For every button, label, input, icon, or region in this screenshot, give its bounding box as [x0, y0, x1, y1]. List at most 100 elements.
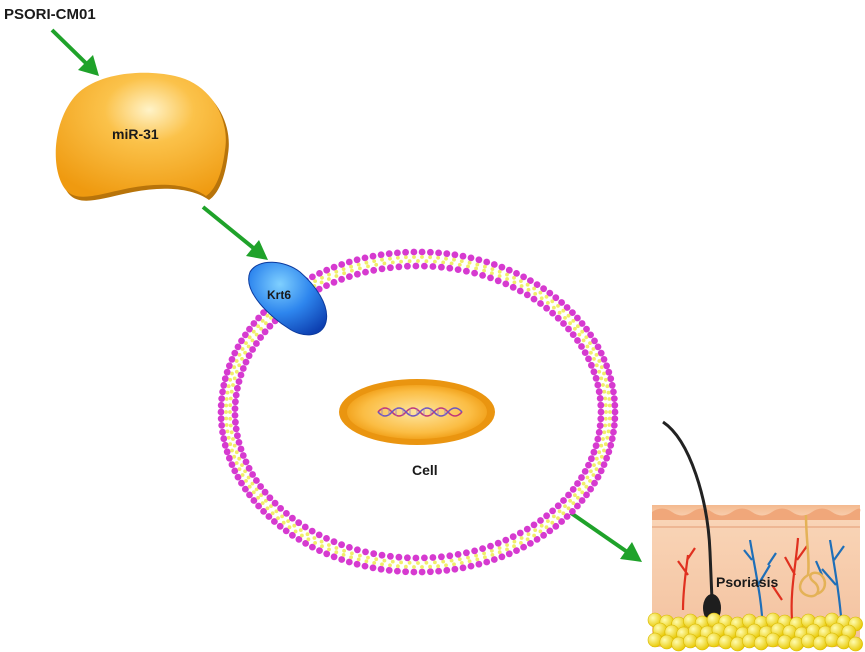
membrane-lipid: [369, 252, 377, 260]
membrane-lipid: [585, 344, 590, 349]
membrane-lipid: [606, 390, 611, 395]
membrane-lipid: [449, 261, 454, 266]
membrane-lipid: [395, 553, 403, 561]
membrane-lipid: [550, 520, 555, 525]
membrane-lipid: [588, 361, 595, 369]
membrane-lipid: [550, 299, 555, 304]
membrane-lipid: [424, 560, 429, 565]
membrane-lipid: [277, 505, 284, 512]
membrane-lipid: [289, 531, 296, 539]
membrane-lipid: [283, 510, 290, 517]
membrane-lipid: [231, 383, 235, 387]
membrane-lipid: [315, 531, 323, 539]
membrane-lipid: [457, 557, 462, 562]
membrane-lipid: [380, 257, 384, 262]
membrane-lipid: [327, 272, 331, 277]
membrane-lipid: [354, 270, 361, 278]
membrane-lipid: [349, 555, 353, 560]
arrow-drug-to-mirna: [50, 28, 99, 76]
membrane-lipid: [576, 324, 580, 329]
arrow-mirna-to-krt6: [201, 205, 268, 260]
membrane-lipid: [483, 258, 491, 266]
membrane-lipid: [281, 520, 286, 525]
membrane-lipid: [505, 543, 509, 547]
membrane-lipid: [350, 268, 354, 273]
membrane-lipid: [280, 514, 284, 519]
membrane-lipid: [597, 359, 602, 363]
membrane-lipid: [410, 568, 418, 576]
membrane-lipid: [454, 551, 462, 558]
membrane-lipid: [494, 277, 502, 285]
membrane-lipid: [232, 443, 237, 448]
membrane-lipid: [407, 259, 412, 264]
membrane-lipid: [350, 551, 354, 556]
membrane-lipid: [519, 541, 523, 545]
membrane-lipid: [247, 335, 252, 340]
membrane-lipid: [490, 553, 495, 557]
membrane-lipid: [490, 548, 494, 553]
membrane-lipid: [269, 504, 273, 508]
membrane-lipid: [490, 556, 498, 563]
membrane-lipid: [420, 565, 424, 569]
membrane-lipid: [451, 565, 459, 573]
mirna-label: miR-31: [112, 126, 159, 142]
membrane-lipid: [338, 261, 346, 268]
membrane-lipid: [388, 563, 392, 568]
membrane-lipid: [234, 359, 239, 363]
membrane-lipid: [483, 555, 487, 560]
membrane-lipid: [605, 384, 610, 389]
membrane-lipid: [546, 519, 550, 523]
membrane-lipid: [286, 519, 290, 523]
membrane-lipid: [498, 263, 506, 271]
nucleus: [339, 379, 495, 445]
membrane-lipid: [594, 381, 602, 389]
membrane-lipid: [463, 267, 470, 275]
membrane-lipid: [366, 264, 370, 269]
membrane-lipid: [289, 514, 296, 522]
membrane-lipid: [560, 320, 567, 327]
membrane-lipid: [364, 559, 369, 564]
membrane-lipid: [505, 272, 509, 277]
membrane-lipid: [254, 332, 259, 337]
membrane-lipid: [239, 365, 247, 372]
membrane-lipid: [292, 523, 297, 528]
membrane-lipid: [231, 405, 239, 412]
membrane-lipid: [554, 502, 562, 510]
membrane-lipid: [342, 548, 346, 553]
membrane-lipid: [482, 268, 486, 273]
membrane-lipid: [502, 536, 510, 544]
membrane-lipid: [596, 422, 604, 429]
membrane-lipid: [592, 374, 600, 382]
membrane-lipid: [563, 504, 567, 508]
arrow-cell-to-psoriasis: [569, 511, 642, 562]
membrane-lipid: [224, 410, 228, 414]
membrane-lipid: [237, 371, 245, 379]
membrane-lipid: [240, 357, 244, 361]
membrane-lipid: [242, 358, 250, 366]
membrane-lipid: [516, 529, 524, 537]
membrane-lipid: [224, 423, 229, 427]
membrane-lipid: [234, 450, 239, 455]
membrane-lipid: [592, 442, 600, 450]
membrane-lipid: [239, 452, 247, 459]
membrane-lipid: [412, 565, 416, 569]
membrane-lipid: [563, 513, 571, 520]
dna-helix-icon: [377, 407, 463, 417]
membrane-lipid: [599, 376, 604, 381]
membrane-lipid: [594, 467, 599, 471]
membrane-lipid: [459, 564, 467, 572]
membrane-lipid: [385, 566, 393, 574]
membrane-lipid: [323, 266, 331, 274]
membrane-lipid: [395, 263, 403, 271]
membrane-lipid: [581, 468, 589, 475]
membrane-lipid: [242, 331, 249, 339]
membrane-lipid: [420, 255, 424, 259]
membrane-lipid: [238, 337, 245, 345]
membrane-lipid: [240, 463, 244, 467]
membrane-lipid: [378, 551, 386, 559]
membrane-lipid: [249, 471, 256, 478]
membrane-lipid: [494, 539, 502, 547]
membrane-lipid: [385, 250, 393, 258]
hair-icon: [662, 420, 714, 601]
membrane-lipid: [580, 490, 585, 495]
